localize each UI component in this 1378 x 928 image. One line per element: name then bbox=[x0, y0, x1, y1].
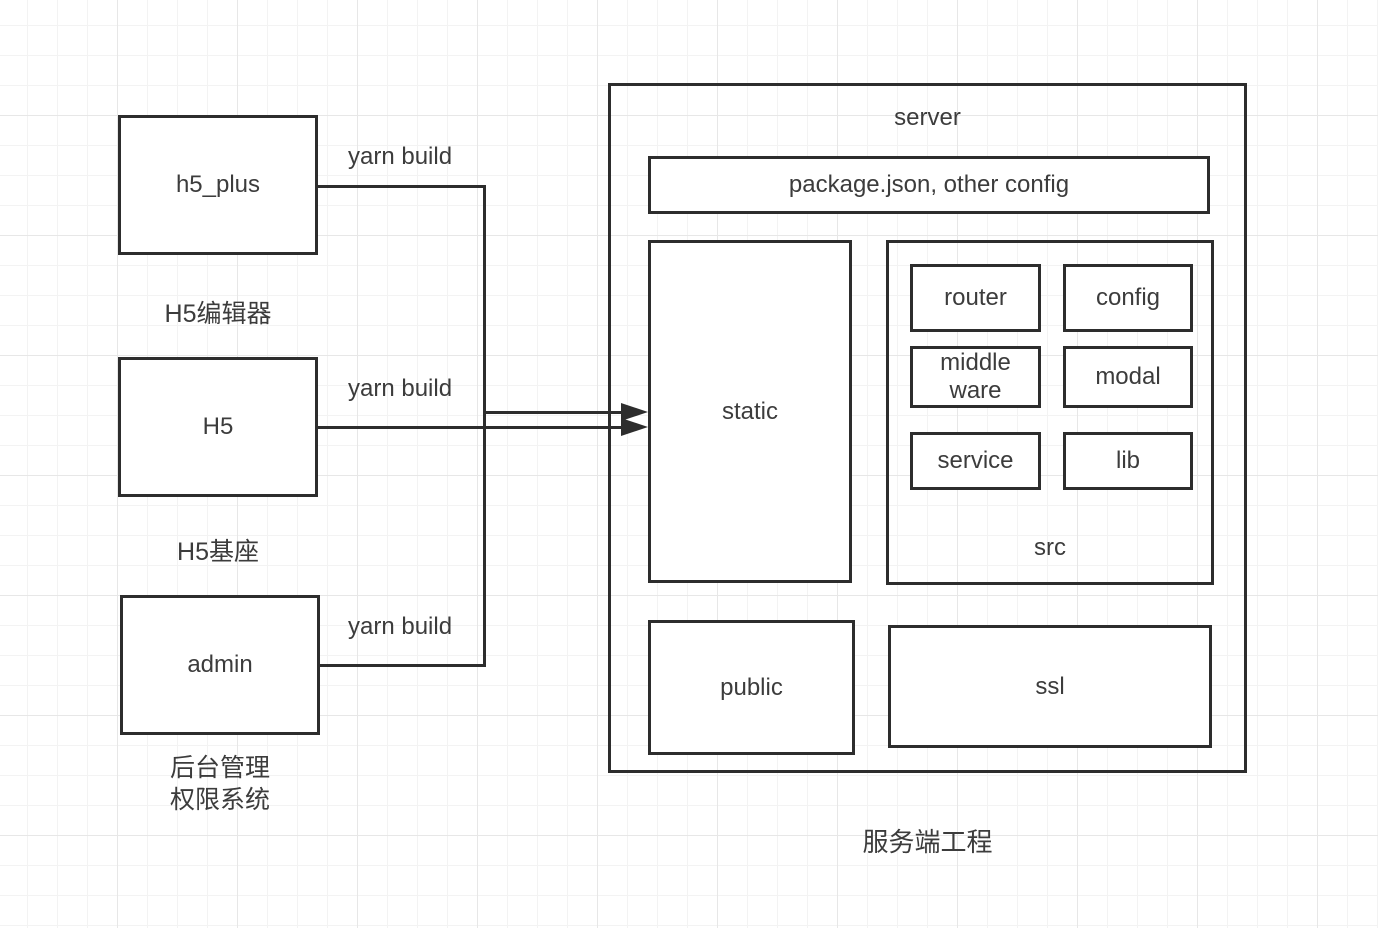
edge-label-yarn-build-3: yarn build bbox=[348, 613, 453, 640]
caption-admin: 后台管理 权限系统 bbox=[120, 752, 320, 816]
arrowhead-h5-to-static bbox=[621, 418, 648, 436]
caption-h5: H5基座 bbox=[177, 538, 259, 566]
caption-admin-line2: 权限系统 bbox=[169, 786, 270, 814]
src-title: src bbox=[1034, 534, 1066, 561]
container-src bbox=[886, 240, 1214, 585]
node-h5plus-label: h5_plus bbox=[175, 171, 261, 198]
node-public-label: public bbox=[720, 673, 783, 701]
edge-h5plus-to-junction bbox=[318, 185, 486, 188]
node-config-label: config bbox=[1095, 284, 1161, 311]
node-h5plus: h5_plus bbox=[118, 115, 318, 255]
node-router-label: router bbox=[944, 284, 1007, 311]
node-admin-label: admin bbox=[187, 651, 253, 678]
node-package-json-config: package.json, other config bbox=[648, 156, 1210, 214]
caption-h5plus: H5编辑器 bbox=[164, 300, 272, 328]
node-lib-label: lib bbox=[1115, 447, 1140, 474]
edge-h5-to-static bbox=[318, 426, 622, 429]
node-modal-label: modal bbox=[1095, 363, 1161, 390]
edge-junction-to-static bbox=[483, 411, 622, 414]
container-server bbox=[608, 83, 1247, 773]
node-static: static bbox=[648, 240, 852, 583]
caption-admin-line1: 后台管理 bbox=[169, 754, 270, 782]
arrowhead-junction-to-static bbox=[621, 403, 648, 421]
node-ssl-label: ssl bbox=[1035, 672, 1065, 700]
caption-server-project: 服务端工程 bbox=[862, 827, 993, 857]
edge-admin-to-junction bbox=[320, 664, 486, 667]
node-router: router bbox=[910, 264, 1041, 332]
node-config: config bbox=[1063, 264, 1193, 332]
edge-label-yarn-build-1: yarn build bbox=[348, 143, 453, 170]
node-ssl: ssl bbox=[888, 625, 1212, 748]
node-h5-label: H5 bbox=[202, 413, 234, 440]
node-middleware: middle ware bbox=[910, 346, 1041, 408]
node-middleware-label: middle ware bbox=[940, 349, 1011, 404]
node-admin: admin bbox=[120, 595, 320, 735]
server-title: server bbox=[894, 104, 961, 131]
node-package-json-config-label: package.json, other config bbox=[788, 171, 1070, 198]
node-service: service bbox=[910, 432, 1041, 490]
node-h5: H5 bbox=[118, 357, 318, 497]
node-service-label: service bbox=[937, 447, 1014, 474]
node-public: public bbox=[648, 620, 855, 755]
node-static-label: static bbox=[721, 397, 778, 425]
node-modal: modal bbox=[1063, 346, 1193, 408]
node-lib: lib bbox=[1063, 432, 1193, 490]
edge-label-yarn-build-2: yarn build bbox=[348, 375, 453, 402]
